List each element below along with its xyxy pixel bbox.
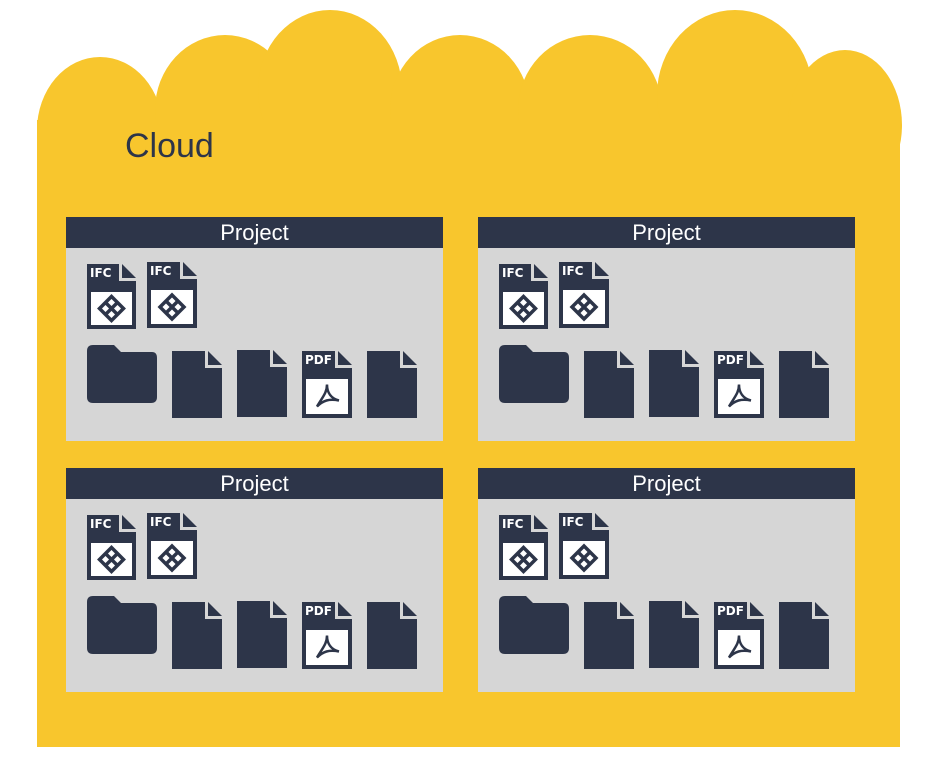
svg-text:IFC: IFC: [150, 264, 172, 278]
project-title: Project: [478, 217, 855, 248]
folder-icon[interactable]: [499, 596, 569, 654]
svg-text:IFC: IFC: [502, 266, 524, 280]
file-icon[interactable]: [367, 351, 417, 418]
ifc-file-icon[interactable]: IFC: [499, 264, 548, 329]
svg-text:PDF: PDF: [717, 353, 744, 367]
file-icon[interactable]: [649, 601, 699, 668]
file-icon[interactable]: [172, 351, 222, 418]
file-icon[interactable]: [237, 601, 287, 668]
svg-text:PDF: PDF: [717, 604, 744, 618]
svg-text:IFC: IFC: [562, 264, 584, 278]
svg-text:IFC: IFC: [502, 517, 524, 531]
ifc-file-icon[interactable]: IFC: [147, 513, 197, 579]
svg-text:PDF: PDF: [305, 353, 332, 367]
folder-icon[interactable]: [499, 345, 569, 403]
ifc-file-icon[interactable]: IFC: [87, 264, 136, 329]
ifc-file-icon[interactable]: IFC: [499, 515, 548, 580]
project-title: Project: [66, 468, 443, 499]
file-icon[interactable]: [779, 351, 829, 418]
project-title: Project: [66, 217, 443, 248]
file-icon[interactable]: [584, 351, 634, 418]
cloud-label: Cloud: [125, 127, 214, 165]
svg-text:IFC: IFC: [90, 266, 112, 280]
project-title: Project: [478, 468, 855, 499]
folder-icon[interactable]: [87, 345, 157, 403]
ifc-file-icon[interactable]: IFC: [147, 262, 197, 328]
file-icon[interactable]: [649, 350, 699, 417]
svg-text:IFC: IFC: [90, 517, 112, 531]
file-icon[interactable]: [172, 602, 222, 669]
file-icon[interactable]: [584, 602, 634, 669]
svg-text:IFC: IFC: [562, 515, 584, 529]
ifc-file-icon[interactable]: IFC: [559, 513, 609, 579]
pdf-file-icon[interactable]: PDF: [714, 351, 764, 418]
svg-text:PDF: PDF: [305, 604, 332, 618]
ifc-file-icon[interactable]: IFC: [87, 515, 136, 580]
pdf-file-icon[interactable]: PDF: [714, 602, 764, 669]
folder-icon[interactable]: [87, 596, 157, 654]
pdf-file-icon[interactable]: PDF: [302, 602, 352, 669]
pdf-file-icon[interactable]: PDF: [302, 351, 352, 418]
file-icon[interactable]: [237, 350, 287, 417]
svg-text:IFC: IFC: [150, 515, 172, 529]
file-icon[interactable]: [367, 602, 417, 669]
file-icon[interactable]: [779, 602, 829, 669]
ifc-file-icon[interactable]: IFC: [559, 262, 609, 328]
